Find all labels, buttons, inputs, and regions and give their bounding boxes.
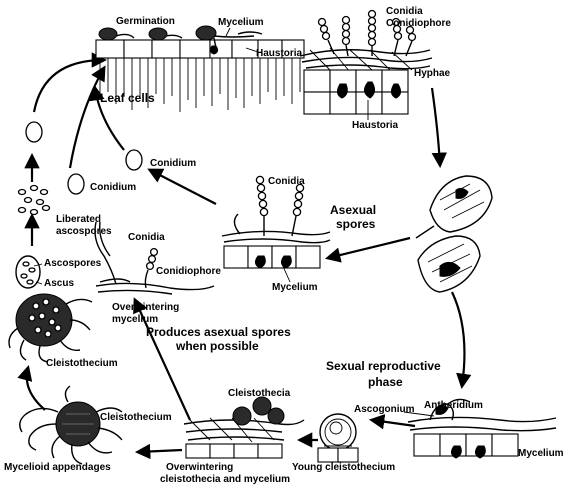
bottom-right-cells <box>414 434 518 456</box>
label-asexual-spores-2: spores <box>336 217 376 231</box>
arrow-to-young-cleistothecium <box>372 420 415 426</box>
arrow-leaves-to-asexual <box>328 238 410 258</box>
leaf-germination-section: Germination Mycelium Haustoria Leaf cell… <box>96 16 304 112</box>
germinating-conidium-2 <box>149 28 167 40</box>
label-liberated-ascospores-1: Liberated <box>56 214 101 225</box>
label-overwintering-mycelium-1: Overwintering <box>112 302 179 313</box>
label-overwintering-cleistothecia-2: cleistothecia and mycelium <box>160 474 290 485</box>
label-germination: Germination <box>116 16 175 27</box>
label-ascogonium: Ascogonium <box>354 404 415 415</box>
germinating-conidium-3 <box>196 26 216 40</box>
label-overwintering-mycelium-2: mycelium <box>112 314 158 325</box>
conidium-left <box>68 174 84 194</box>
cleistothecium-with-ascus: Ascospores Ascus Cleistothecium <box>9 256 118 369</box>
asexual-spores-section: Conidia Mycelium Asexual spores <box>222 176 376 293</box>
label-mycelium-top: Mycelium <box>218 17 264 28</box>
label-liberated-ascospores-2: ascospores <box>56 226 112 237</box>
label-haustoria-top: Haustoria <box>256 48 303 59</box>
arrow-up-left <box>27 368 45 410</box>
arrow-to-sexual-phase <box>452 292 464 386</box>
label-conidiophore-top-right: Conidiophore <box>386 18 451 29</box>
overwinter-cells <box>186 444 282 458</box>
label-conidium-left: Conidium <box>90 182 136 193</box>
conidium-mid <box>126 150 142 170</box>
mid-cells <box>224 246 320 268</box>
arrow-conidium-left <box>70 68 104 168</box>
label-young-cleistothecium: Young cleistothecium <box>292 462 395 473</box>
label-asexual-spores-1: Asexual <box>330 203 376 217</box>
label-conidiophore-overwinter: Conidiophore <box>156 266 221 277</box>
label-produces-asexual-1: Produces asexual spores <box>146 325 291 339</box>
sexual-stage-section: Ascogonium Antheridium Mycelium <box>354 399 564 459</box>
label-produces-asexual-2: when possible <box>175 339 259 353</box>
germinating-conidium-1 <box>99 28 117 40</box>
infected-leaves <box>416 176 492 292</box>
overwintering-mycelium-section: Conidia Conidiophore Overwintering mycel… <box>95 222 221 325</box>
label-antheridium: Antheridium <box>424 400 483 411</box>
conidiophore-section-top-right: Conidia Conidiophore Hyphae Haustoria <box>300 6 451 131</box>
arrow-to-cleistothecium <box>138 450 182 452</box>
arrow-asexual-to-conidium <box>150 170 216 204</box>
label-mycelium-mid: Mycelium <box>272 282 318 293</box>
young-cleistothecium: Young cleistothecium <box>292 414 395 473</box>
label-ascus: Ascus <box>44 278 74 289</box>
ascospore-top <box>26 122 42 142</box>
label-ascospores: Ascospores <box>44 258 102 269</box>
label-cleistothecium-left: Cleistothecium <box>46 358 118 369</box>
label-mycelioid-appendages: Mycelioid appendages <box>4 462 111 473</box>
label-sexual-phase-2: phase <box>368 375 403 389</box>
cleistothecium-bottom: Cleistothecium Mycelioid appendages <box>4 386 172 473</box>
label-conidium-mid: Conidium <box>150 158 196 169</box>
label-mycelium-bottom-right: Mycelium <box>518 448 564 459</box>
arrow-to-leaves <box>432 88 440 165</box>
label-haustoria-top-right: Haustoria <box>352 120 399 131</box>
label-cleistothecia: Cleistothecia <box>228 388 291 399</box>
label-sexual-phase-1: Sexual reproductive <box>326 359 441 373</box>
label-conidia-mid: Conidia <box>268 176 305 187</box>
label-overwintering-cleistothecia-1: Overwintering <box>166 462 233 473</box>
label-leaf-cells: Leaf cells <box>100 91 155 105</box>
label-conidia-overwinter: Conidia <box>128 232 165 243</box>
label-hyphae: Hyphae <box>414 68 451 79</box>
label-cleistothecium-bottom: Cleistothecium <box>100 412 172 423</box>
label-conidia-top-right: Conidia <box>386 6 423 17</box>
